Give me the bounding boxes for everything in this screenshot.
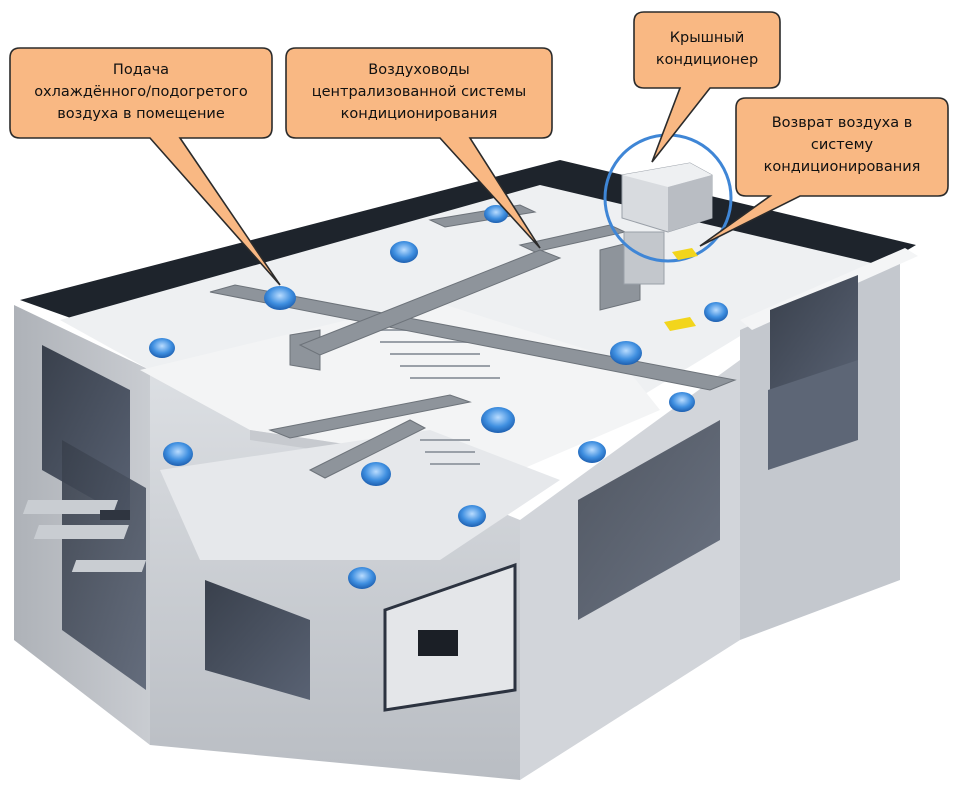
ceiling-diffuser-icon (481, 407, 515, 433)
ceiling-diffuser-icon (458, 505, 486, 527)
ceiling-diffuser-icon (610, 341, 642, 365)
ceiling-diffuser-icon (578, 441, 606, 463)
window-right-front (578, 420, 720, 620)
window-right-lower (768, 360, 858, 470)
callout-supply-line-2: охлаждённого/подогретого (34, 84, 248, 100)
callout-supply-text: Подача охлаждённого/подогретого воздуха … (10, 59, 272, 125)
duct-lower-branch (308, 419, 427, 479)
callout-rooftop-text: Крышный кондиционер (634, 27, 780, 71)
callout-ducts-text: Воздуховоды централизованной системы кон… (286, 59, 552, 125)
ceiling-diffuser-icon (264, 286, 296, 310)
callout-supply-bubble (9, 47, 281, 286)
callout-rooftop-line-1: Крышный (669, 30, 745, 46)
callout-supply-line-1: Подача (112, 62, 170, 78)
furniture (22, 500, 147, 572)
callout-ducts-line-1: Воздуховоды (368, 62, 470, 78)
callout-supply-line-3: воздуха в помещение (57, 106, 225, 122)
rooftop-ac-unit-icon (603, 133, 733, 285)
return-air-grille-icon (664, 248, 698, 331)
ceiling-diffuser-icon (348, 567, 376, 589)
callouts (9, 11, 949, 286)
duct-main-diagonal (209, 284, 737, 391)
ceiling-diffuser-icon (669, 392, 695, 412)
callout-return-line-1: Возврат воздуха в (771, 115, 913, 131)
ceiling-diffuser-icon (704, 302, 728, 322)
ductwork (209, 204, 737, 479)
duct-lower-run (268, 394, 472, 439)
callout-return-bubble (699, 97, 949, 247)
diffusers (149, 205, 728, 589)
ceiling-diffuser-icon (484, 205, 508, 223)
callout-return-line-2: систему (810, 137, 874, 153)
ceiling-diffuser-icon (390, 241, 418, 263)
wall-screen (418, 630, 458, 656)
callout-rooftop-line-2: кондиционер (655, 52, 759, 68)
ceiling-diffuser-icon (149, 338, 175, 358)
duct-trunk-center (298, 249, 562, 356)
window-front-left (205, 580, 310, 700)
callout-return-text: Возврат воздуха в систему кондиционирова… (736, 112, 948, 178)
callout-ducts-bubble (285, 47, 553, 249)
lower-floor (160, 430, 560, 560)
ceiling-diffuser-icon (361, 462, 391, 486)
callout-rooftop-bubble (633, 11, 781, 163)
callout-return-line-3: кондиционирования (763, 159, 921, 175)
callout-ducts-line-3: кондиционирования (340, 106, 498, 122)
ceiling-diffuser-icon (163, 442, 193, 466)
callout-ducts-line-2: централизованной системы (311, 84, 527, 100)
